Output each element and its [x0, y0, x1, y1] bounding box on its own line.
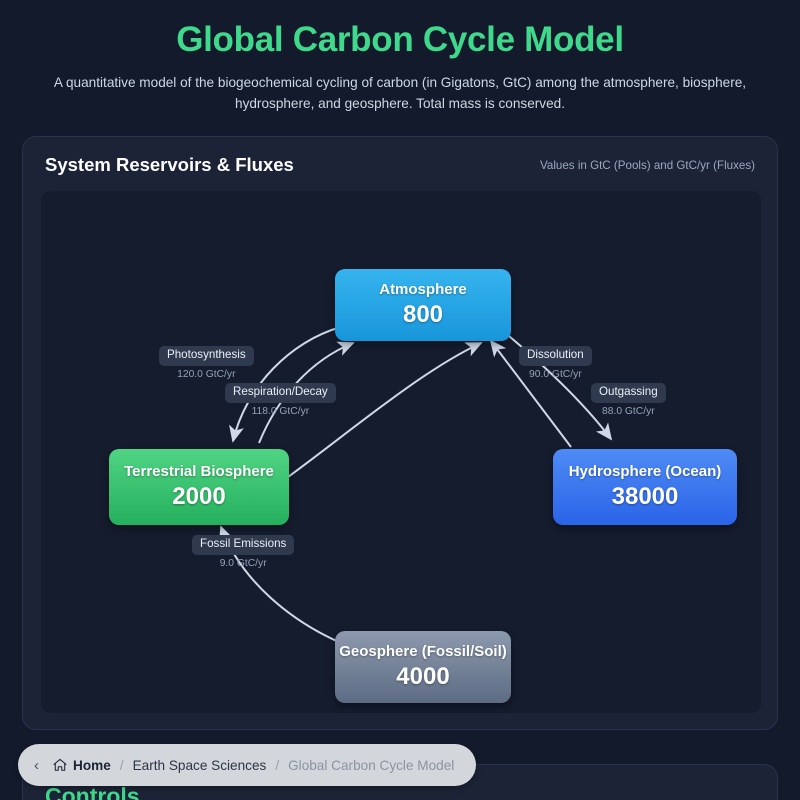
flux-dissolution-label: Dissolution — [519, 346, 592, 366]
flux-respiration-decay-label: Respiration/Decay — [225, 383, 336, 403]
card-units-legend: Values in GtC (Pools) and GtC/yr (Fluxes… — [540, 158, 755, 172]
flux-fossil-emissions[interactable]: Fossil Emissions 9.0 GtC/yr — [192, 535, 295, 569]
edge-outgassing — [489, 339, 572, 448]
node-atmosphere-label: Atmosphere — [379, 281, 467, 299]
node-terrestrial-biosphere-label: Terrestrial Biosphere — [124, 463, 274, 481]
breadcrumb[interactable]: ‹ Home / Earth Space Sciences / Global C… — [18, 744, 477, 786]
flux-respiration-decay-value: 118.0 GtC/yr — [251, 405, 310, 417]
flux-dissolution-value: 90.0 GtC/yr — [529, 368, 582, 380]
carbon-cycle-diagram-canvas[interactable]: Atmosphere 800 Terrestrial Biosphere 200… — [41, 191, 761, 713]
node-atmosphere-value: 800 — [402, 300, 444, 328]
flux-outgassing[interactable]: Outgassing 88.0 GtC/yr — [591, 383, 666, 417]
breadcrumb-home-label: Home — [73, 757, 111, 773]
page-title: Global Carbon Cycle Model — [176, 20, 624, 59]
flux-photosynthesis-label: Photosynthesis — [159, 346, 254, 366]
flux-photosynthesis-value: 120.0 GtC/yr — [177, 368, 236, 380]
home-icon — [53, 758, 67, 771]
chevron-left-icon[interactable]: ‹ — [34, 756, 39, 774]
edge-respiration-decay-secondary — [287, 342, 483, 478]
edge-dissolution — [502, 330, 613, 441]
node-hydrosphere-label: Hydrosphere (Ocean) — [568, 463, 722, 481]
node-terrestrial-biosphere-value: 2000 — [172, 482, 226, 510]
flux-dissolution[interactable]: Dissolution 90.0 GtC/yr — [519, 346, 592, 380]
breadcrumb-item-category[interactable]: Earth Space Sciences — [132, 757, 267, 773]
controls-title: Controls — [45, 783, 140, 800]
flux-outgassing-value: 88.0 GtC/yr — [602, 405, 655, 417]
node-geosphere-value: 4000 — [396, 662, 450, 690]
edge-photosynthesis — [229, 326, 342, 443]
card-title: System Reservoirs & Fluxes — [45, 154, 294, 175]
node-geosphere-label: Geosphere (Fossil/Soil) — [339, 643, 507, 661]
breadcrumb-separator-2: / — [275, 757, 280, 773]
flux-fossil-emissions-value: 9.0 GtC/yr — [219, 557, 267, 569]
page-header: Global Carbon Cycle Model A quantitative… — [0, 0, 800, 114]
diagram-edges — [219, 326, 613, 644]
flux-respiration-decay[interactable]: Respiration/Decay 118.0 GtC/yr — [225, 383, 336, 417]
breadcrumb-item-home[interactable]: Home — [53, 758, 111, 773]
node-hydrosphere-value: 38000 — [611, 482, 679, 510]
node-terrestrial-biosphere[interactable]: Terrestrial Biosphere 2000 — [109, 449, 289, 525]
node-hydrosphere[interactable]: Hydrosphere (Ocean) 38000 — [553, 449, 737, 525]
reservoirs-fluxes-card: System Reservoirs & Fluxes Values in GtC… — [22, 136, 778, 730]
breadcrumb-separator-1: / — [119, 757, 124, 773]
page-subtitle: A quantitative model of the biogeochemic… — [53, 74, 747, 111]
node-atmosphere[interactable]: Atmosphere 800 — [335, 269, 511, 341]
card-header: System Reservoirs & Fluxes Values in GtC… — [23, 137, 777, 193]
node-geosphere[interactable]: Geosphere (Fossil/Soil) 4000 — [335, 631, 511, 703]
flux-outgassing-label: Outgassing — [591, 383, 666, 403]
flux-photosynthesis[interactable]: Photosynthesis 120.0 GtC/yr — [159, 346, 254, 380]
flux-fossil-emissions-label: Fossil Emissions — [192, 535, 295, 555]
breadcrumb-item-current: Global Carbon Cycle Model — [288, 757, 455, 773]
